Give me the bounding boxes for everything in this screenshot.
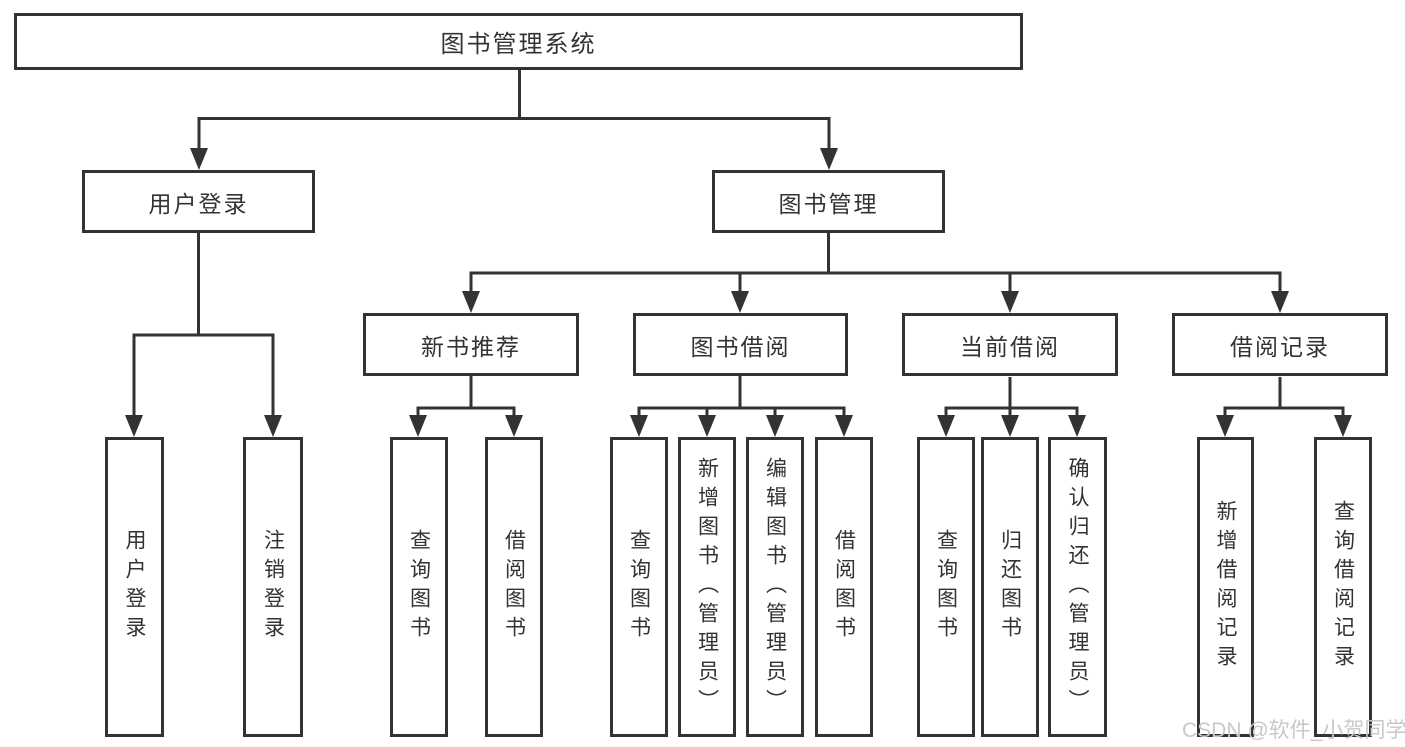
node-library-system: 图书管理系统 <box>14 13 1023 70</box>
leaf-logout-label: 注销登录 <box>261 529 285 645</box>
leaf-borrow-books-recommend: 借阅图书 <box>485 437 543 737</box>
leaf-query-borrow-record: 查询借阅记录 <box>1314 437 1372 737</box>
node-borrow-records: 借阅记录 <box>1172 313 1388 376</box>
leaf-query-books-current: 查询图书 <box>917 437 975 737</box>
leaf-edit-books-admin: 编辑图书（管理员） <box>746 437 804 737</box>
leaf-add-books-admin: 新增图书（管理员） <box>678 437 736 737</box>
leaf-add-borrow-record-label: 新增借阅记录 <box>1214 500 1237 674</box>
node-borrow-records-label: 借阅记录 <box>1230 333 1330 360</box>
leaf-query-borrow-record-label: 查询借阅记录 <box>1331 500 1355 674</box>
leaf-return-books-label: 归还图书 <box>998 529 1022 645</box>
node-current-borrow-label: 当前借阅 <box>960 333 1060 360</box>
node-book-management-label: 图书管理 <box>778 190 879 217</box>
node-current-borrow: 当前借阅 <box>902 313 1118 376</box>
leaf-borrow-books-recommend-label: 借阅图书 <box>502 529 526 645</box>
leaf-user-login: 用户登录 <box>105 437 164 737</box>
leaf-confirm-return-admin-label: 确认归还（管理员） <box>1066 456 1089 718</box>
leaf-query-books-recommend-label: 查询图书 <box>407 529 431 645</box>
node-user-login: 用户登录 <box>82 170 315 233</box>
node-book-borrow-label: 图书借阅 <box>690 333 791 360</box>
leaf-logout: 注销登录 <box>243 437 303 737</box>
leaf-borrow-books: 借阅图书 <box>815 437 873 737</box>
leaf-borrow-books-label: 借阅图书 <box>832 529 856 645</box>
leaf-add-books-admin-label: 新增图书（管理员） <box>695 456 719 718</box>
csdn-watermark: CSDN @软件_小贺同学 <box>1182 719 1405 742</box>
node-new-book-recommend-label: 新书推荐 <box>421 333 521 360</box>
leaf-query-books-current-label: 查询图书 <box>934 529 958 645</box>
node-library-system-label: 图书管理系统 <box>440 31 597 58</box>
leaf-user-login-label: 用户登录 <box>123 529 146 645</box>
node-user-login-label: 用户登录 <box>148 190 249 217</box>
node-new-book-recommend: 新书推荐 <box>363 313 579 376</box>
leaf-query-books-borrow-label: 查询图书 <box>627 529 651 645</box>
leaf-query-books-borrow: 查询图书 <box>610 437 668 737</box>
leaf-return-books: 归还图书 <box>981 437 1039 737</box>
node-book-borrow: 图书借阅 <box>633 313 848 376</box>
leaf-confirm-return-admin: 确认归还（管理员） <box>1048 437 1107 737</box>
leaf-query-books-recommend: 查询图书 <box>390 437 448 737</box>
node-book-management: 图书管理 <box>712 170 945 233</box>
leaf-edit-books-admin-label: 编辑图书（管理员） <box>763 456 787 718</box>
leaf-add-borrow-record: 新增借阅记录 <box>1197 437 1254 737</box>
